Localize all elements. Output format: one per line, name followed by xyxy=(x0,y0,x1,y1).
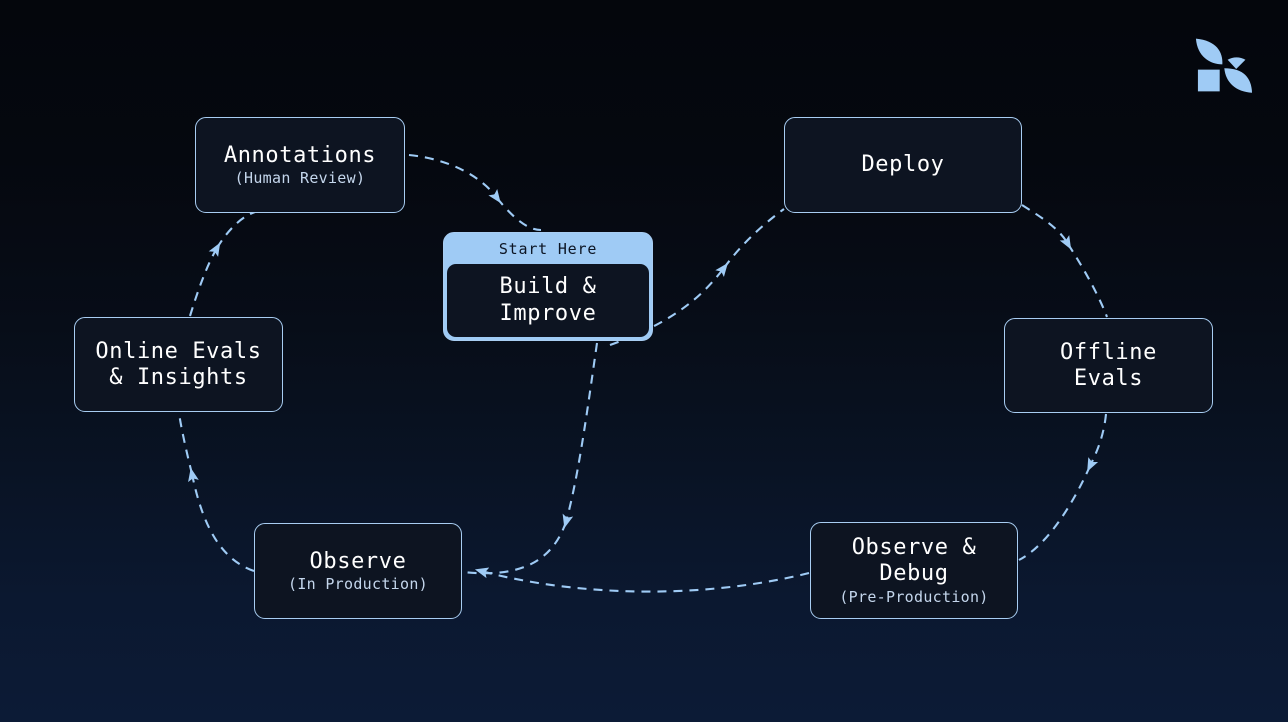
edge-online-to-annotations-b xyxy=(216,211,256,249)
node-online-evals-insights[interactable]: Online Evals & Insights xyxy=(74,317,283,412)
edge-offline-to-observedebug-b xyxy=(1018,465,1091,561)
node-offline-evals-title: Offline Evals xyxy=(1060,339,1157,391)
edge-build-to-observe-a xyxy=(562,342,599,529)
node-online-evals-title: Online Evals & Insights xyxy=(95,338,262,390)
edge-offline-to-observedebug-a xyxy=(1087,413,1108,472)
node-annotations-title: Annotations xyxy=(223,142,377,168)
node-observe-subtitle: (In Production) xyxy=(288,575,428,594)
edge-annotations-to-build-b xyxy=(496,197,542,232)
node-observe-in-production[interactable]: Observe (In Production) xyxy=(254,523,462,619)
edge-build-to-observe-b xyxy=(462,521,567,575)
arize-phoenix-logo-icon xyxy=(1195,38,1253,93)
node-observe-debug-subtitle: (Pre-Production) xyxy=(839,587,989,606)
edge-build-to-deploy-b xyxy=(723,208,785,269)
node-offline-evals[interactable]: Offline Evals xyxy=(1004,318,1213,413)
node-annotations-subtitle: (Human Review) xyxy=(234,169,366,188)
node-deploy[interactable]: Deploy xyxy=(784,117,1022,213)
node-build-improve-title: Build & Improve xyxy=(447,264,649,337)
start-here-badge: Start Here xyxy=(444,233,652,264)
node-observe-debug-pre-production[interactable]: Observe & Debug (Pre-Production) xyxy=(810,522,1018,619)
edge-observedebug-to-observe xyxy=(474,567,810,593)
node-observe-title: Observe xyxy=(309,548,407,574)
edge-deploy-to-offline-b xyxy=(1067,243,1108,318)
edge-deploy-to-offline-a xyxy=(1021,204,1072,250)
edge-observe-to-online-b xyxy=(177,412,194,475)
node-observe-debug-title: Observe & Debug xyxy=(851,535,977,586)
edge-annotations-to-build-a xyxy=(408,153,501,204)
node-annotations[interactable]: Annotations (Human Review) xyxy=(195,117,405,213)
node-build-improve-start-here[interactable]: Start Here Build & Improve xyxy=(443,232,653,341)
edge-online-to-annotations-a xyxy=(188,242,221,317)
node-deploy-title: Deploy xyxy=(861,152,945,178)
edge-observe-to-online-a xyxy=(188,467,255,572)
